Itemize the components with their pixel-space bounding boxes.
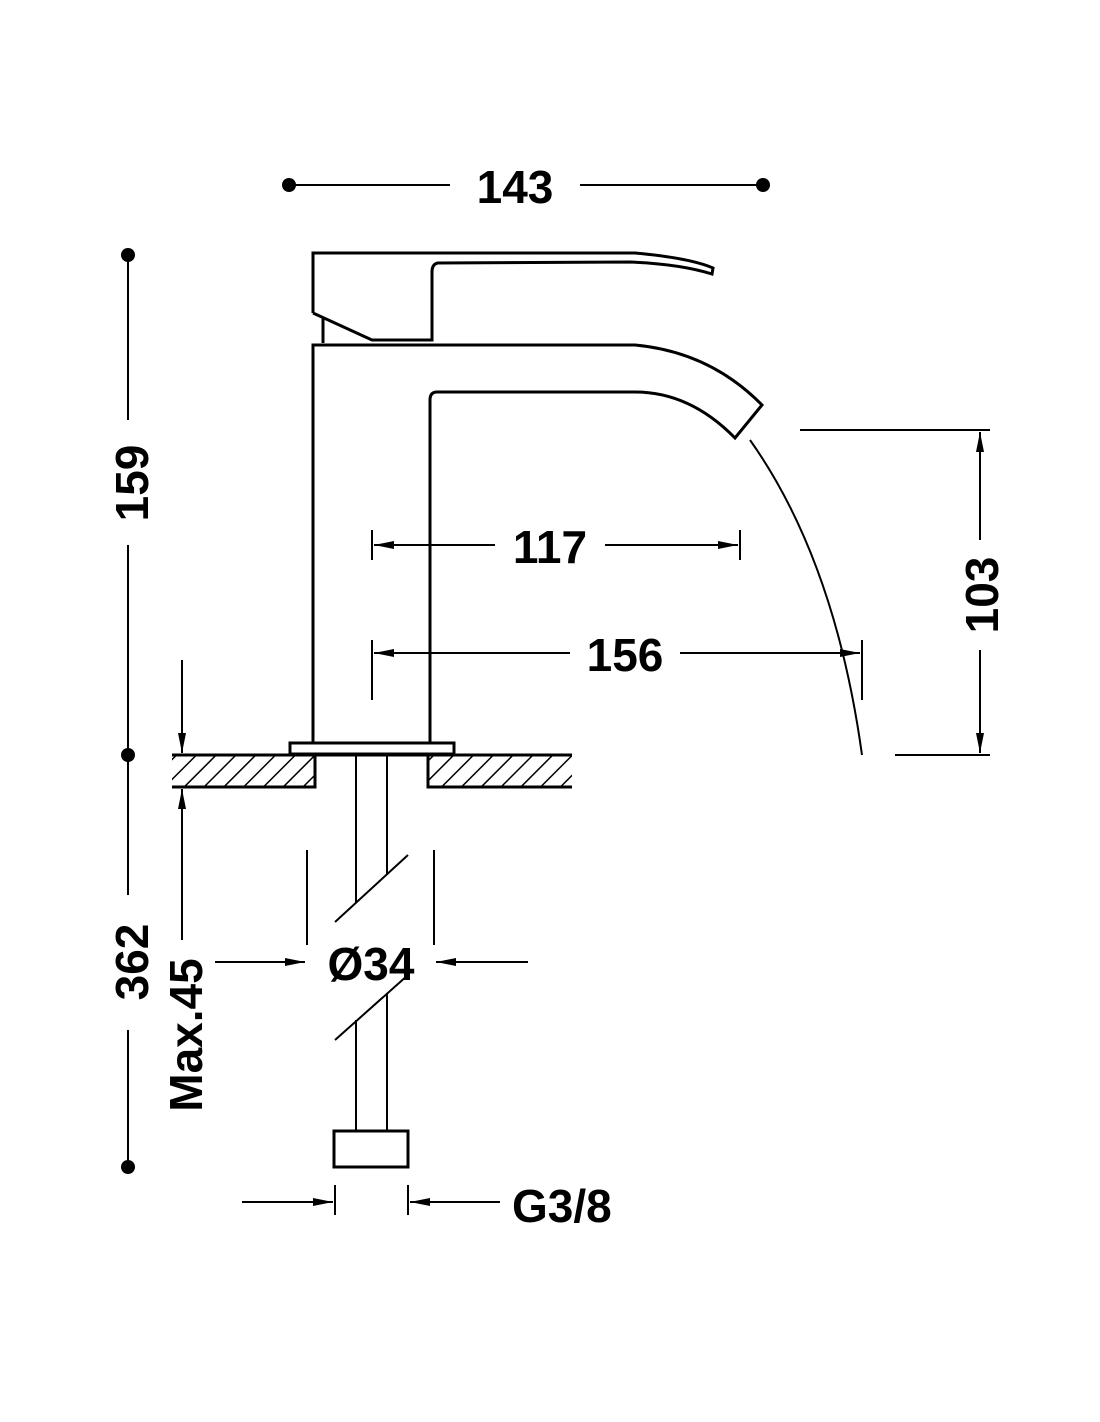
svg-text:156: 156 (587, 629, 664, 681)
dimension-hole-diameter: Ø34 (215, 850, 528, 990)
faucet-handle (311, 251, 715, 343)
countertop (172, 753, 572, 789)
water-stream (749, 439, 863, 756)
dimension-spout-reach: 117 (371, 521, 741, 573)
dimension-counter-thickness: Max.45 (160, 660, 212, 1112)
dimension-height: 159 362 (106, 248, 158, 1174)
svg-text:362: 362 (106, 924, 158, 1001)
svg-text:117: 117 (513, 521, 587, 573)
svg-text:Max.45: Max.45 (160, 958, 212, 1111)
dimension-overall-width: 143 (282, 161, 770, 213)
svg-text:143: 143 (477, 161, 554, 213)
dimension-spout-height: 103 (800, 429, 1008, 756)
svg-text:Ø34: Ø34 (328, 938, 415, 990)
base-plate (288, 741, 456, 756)
dimension-stream-reach: 156 (371, 629, 863, 700)
svg-text:G3/8: G3/8 (512, 1180, 612, 1232)
faucet-body (311, 343, 765, 743)
svg-text:159: 159 (106, 445, 158, 522)
dimension-thread: G3/8 (242, 1180, 612, 1232)
supply-pipe (332, 755, 410, 1169)
svg-text:103: 103 (956, 557, 1008, 634)
